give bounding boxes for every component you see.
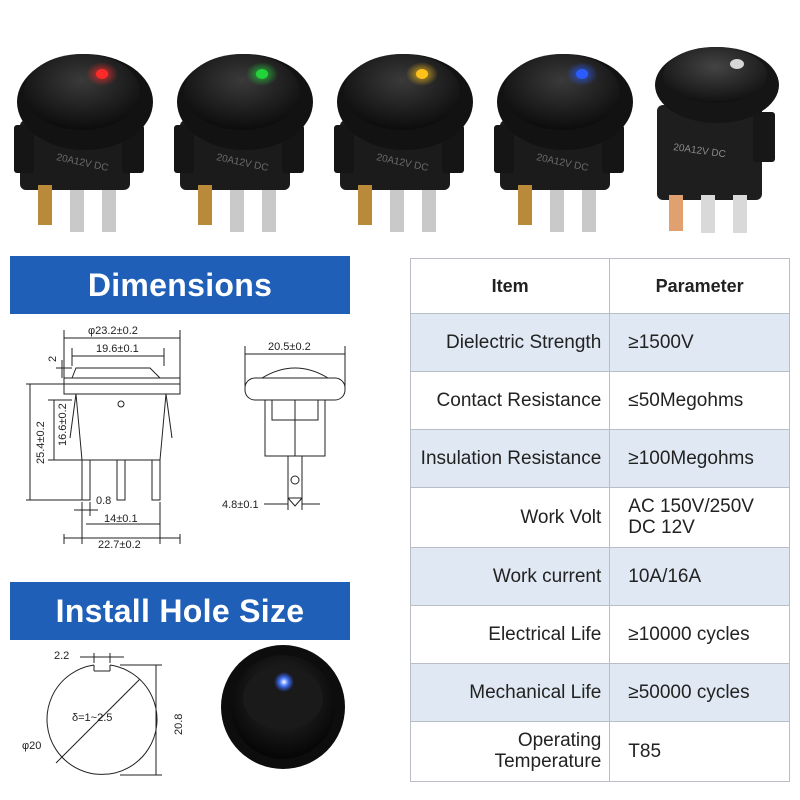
table-row: Contact Resistance ≤50Megohms xyxy=(409,371,790,430)
table-row: Mechanical Life ≥50000 cycles xyxy=(409,663,790,722)
row-parameter: AC 150V/250V DC 12V xyxy=(609,487,790,548)
switch-red-photo: 20A12V DC xyxy=(10,30,160,235)
side-dimension-drawing: 20.5±0.2 4.8±0.1 xyxy=(220,340,360,530)
table-row: Work current 10A/16A xyxy=(409,547,790,606)
row-item: Work current xyxy=(409,547,611,606)
row-parameter: ≥50000 cycles xyxy=(609,663,790,722)
hole-height: 20.8 xyxy=(173,714,185,735)
dim-terminal-width: 4.8±0.1 xyxy=(222,499,259,511)
row-item: Work Volt xyxy=(409,487,611,548)
dim-pin-width: 0.8 xyxy=(96,495,111,507)
row-item: Mechanical Life xyxy=(409,663,611,722)
switch-white-photo: 20A12V DC xyxy=(645,30,795,235)
row-parameter: ≤50Megohms xyxy=(609,371,790,430)
row-item: Electrical Life xyxy=(409,605,611,664)
row-parameter: 10A/16A xyxy=(609,547,790,606)
dim-pin-spacing: 14±0.1 xyxy=(104,513,138,525)
dim-body-height: 16.6±0.2 xyxy=(57,403,69,446)
header-parameter: Parameter xyxy=(609,258,790,314)
hole-diameter: φ20 xyxy=(22,740,41,752)
dim-total-height: 25.4±0.2 xyxy=(35,421,47,464)
switch-blue-photo: 20A12V DC xyxy=(490,30,640,235)
dim-outer-diameter: φ23.2±0.2 xyxy=(88,325,138,337)
dim-rocker-height: 2 xyxy=(47,356,59,362)
hole-thickness: δ=1~2.5 xyxy=(72,712,112,724)
row-parameter-text: AC 150V/250V DC 12V xyxy=(628,496,754,538)
install-hole-banner: Install Hole Size xyxy=(10,582,350,640)
dim-side-width: 20.5±0.2 xyxy=(268,341,311,353)
switch-yellow-photo: 20A12V DC xyxy=(330,30,480,235)
row-item: Insulation Resistance xyxy=(409,429,611,488)
row-parameter: T85 xyxy=(609,721,790,782)
row-item: Operating Temperature xyxy=(409,721,611,782)
switch-green-photo: 20A12V DC xyxy=(170,30,320,235)
dim-rocker-width: 19.6±0.1 xyxy=(96,343,139,355)
row-parameter: ≥10000 cycles xyxy=(609,605,790,664)
table-row: Electrical Life ≥10000 cycles xyxy=(409,605,790,664)
table-row: Operating Temperature T85 xyxy=(409,721,790,782)
table-row: Work Volt AC 150V/250V DC 12V xyxy=(409,487,790,548)
dimensions-banner: Dimensions xyxy=(10,256,350,314)
spec-table-header: Item Parameter xyxy=(409,258,790,314)
switch-installed-photo xyxy=(218,642,348,772)
header-item: Item xyxy=(409,258,611,314)
table-row: Dielectric Strength ≥1500V xyxy=(409,313,790,372)
install-hole-title: Install Hole Size xyxy=(55,592,305,629)
dim-base-width: 22.7±0.2 xyxy=(98,539,141,551)
table-row: Insulation Resistance ≥100Megohms xyxy=(409,429,790,488)
install-hole-drawing: 2.2 δ=1~2.5 20.8 φ20 xyxy=(20,645,190,795)
dimensions-title: Dimensions xyxy=(87,266,273,303)
row-parameter: ≥100Megohms xyxy=(609,429,790,488)
row-item: Dielectric Strength xyxy=(409,313,611,372)
front-dimension-drawing: φ23.2±0.2 19.6±0.1 2 25.4±0.2 16.6±0.2 0… xyxy=(0,320,200,551)
hole-notch: 2.2 xyxy=(54,650,69,662)
row-item-text: Operating Temperature xyxy=(494,730,602,772)
row-item: Contact Resistance xyxy=(409,371,611,430)
row-parameter: ≥1500V xyxy=(609,313,790,372)
spec-table: Item Parameter Dielectric Strength ≥1500… xyxy=(409,258,790,782)
